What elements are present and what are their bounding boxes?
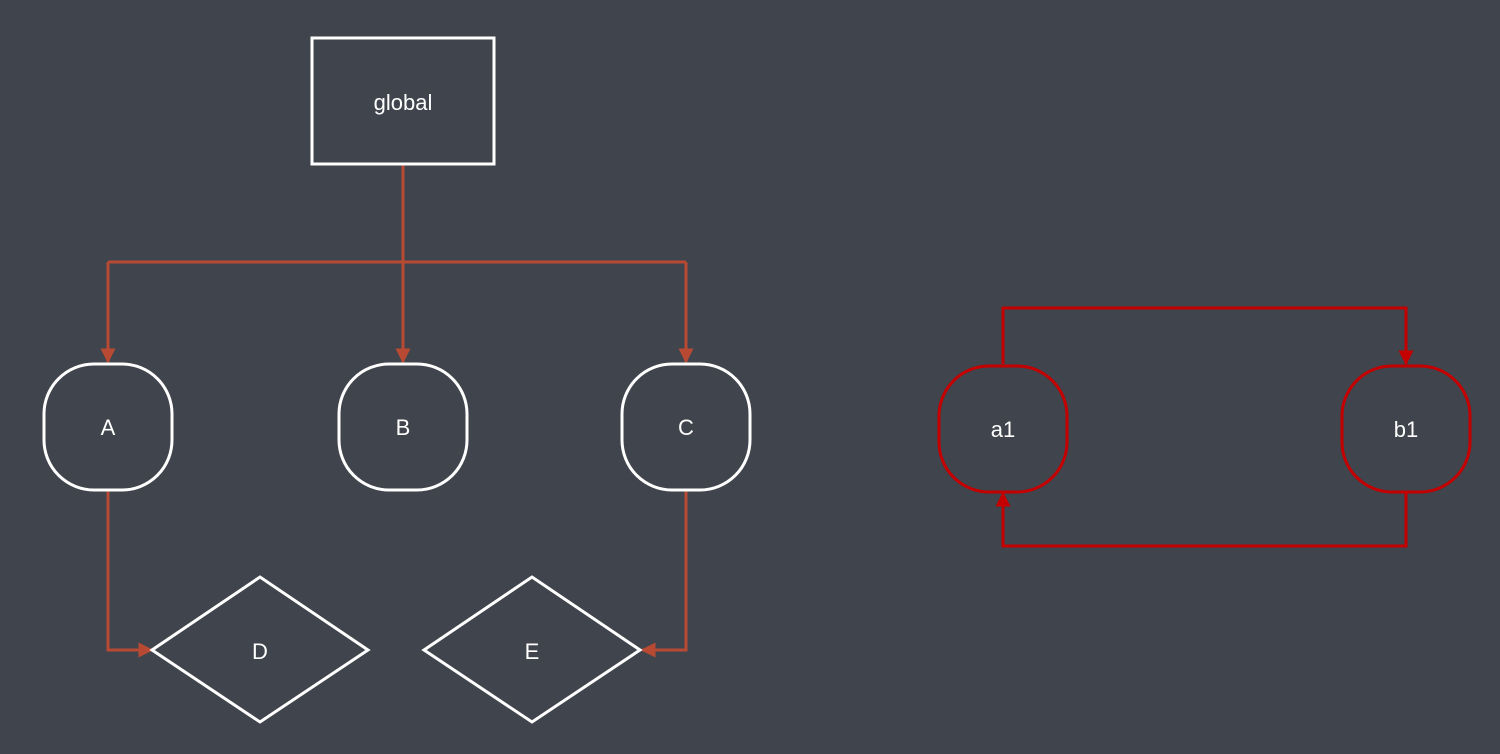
node-e-label: E [525, 639, 540, 664]
edge-a1-to-b1 [1001, 306, 1414, 366]
node-b1-label: b1 [1394, 417, 1418, 442]
edge-a-to-d [106, 491, 154, 658]
node-a1[interactable]: a1 [937, 364, 1069, 494]
node-d-label: D [252, 639, 268, 664]
edge-c-to-e [640, 491, 688, 658]
node-c[interactable]: C [620, 362, 752, 492]
node-a-label: A [101, 415, 116, 440]
node-a1-label: a1 [991, 417, 1015, 442]
node-b[interactable]: B [337, 362, 469, 492]
cycle-edges [995, 306, 1414, 548]
node-global-label: global [374, 90, 433, 115]
node-c-label: C [678, 415, 694, 440]
node-b-label: B [396, 415, 411, 440]
node-d[interactable]: D [149, 575, 371, 724]
tree-edges [100, 165, 694, 658]
node-e[interactable]: E [421, 575, 643, 724]
edge-b1-to-a1 [995, 491, 1408, 548]
node-a[interactable]: A [42, 362, 174, 492]
node-global[interactable]: global [310, 36, 496, 166]
node-b1[interactable]: b1 [1340, 364, 1472, 494]
